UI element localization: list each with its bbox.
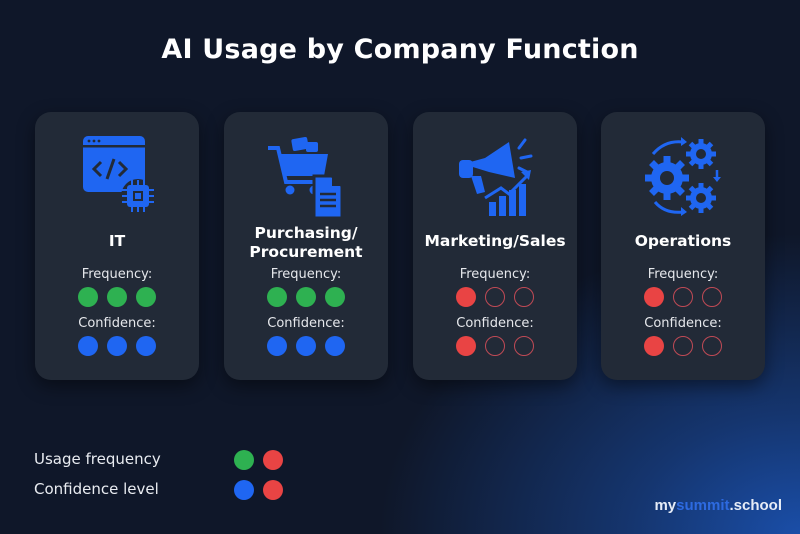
frequency-label: Frequency: [81, 267, 153, 282]
card-it: IT Frequency: Confidence: [35, 112, 199, 380]
confidence-rating [224, 336, 388, 356]
card-operations: Operations Frequency: Confidence: [601, 112, 765, 380]
brand-part: summit [676, 497, 730, 514]
card-title: Purchasing/ Procurement [224, 224, 388, 262]
rating-dot-filled [107, 336, 127, 356]
page-title: AI Usage by Company Function [161, 34, 639, 65]
legend-dot-blue [234, 480, 254, 500]
legend-label-confidence: Confidence level [34, 480, 159, 498]
rating-dot-empty [673, 336, 693, 356]
card-purchasing: Purchasing/ Procurement Frequency: Confi… [224, 112, 388, 380]
rating-dot-empty [514, 336, 534, 356]
shopping-cart-document-icon [268, 137, 344, 218]
confidence-label: Confidence: [644, 316, 722, 331]
brand-part: my [654, 497, 677, 514]
confidence-label: Confidence: [78, 316, 156, 331]
card-title: Marketing/Sales [424, 232, 566, 250]
rating-dot-filled [78, 336, 98, 356]
gears-icon [645, 137, 721, 216]
frequency-label: Frequency: [459, 267, 531, 282]
code-window-chip-icon [83, 136, 155, 213]
frequency-rating [224, 287, 388, 307]
rating-dot-filled [136, 287, 156, 307]
rating-dot-filled [644, 287, 664, 307]
rating-dot-filled [267, 287, 287, 307]
legend-dot-red [263, 450, 283, 470]
megaphone-chart-icon [459, 138, 533, 216]
frequency-rating [601, 287, 765, 307]
confidence-label: Confidence: [456, 316, 534, 331]
frequency-label: Frequency: [270, 267, 342, 282]
legend-dot-green [234, 450, 254, 470]
frequency-rating [35, 287, 199, 307]
rating-dot-empty [702, 287, 722, 307]
card-title: IT [108, 232, 126, 250]
frequency-rating [413, 287, 577, 307]
rating-dot-empty [514, 287, 534, 307]
card-title: Operations [634, 232, 732, 250]
rating-dot-filled [325, 287, 345, 307]
rating-dot-filled [267, 336, 287, 356]
brand-logo: mysummit.school [654, 497, 782, 514]
rating-dot-filled [136, 336, 156, 356]
card-title-line: Purchasing/ [254, 224, 358, 242]
rating-dot-filled [325, 336, 345, 356]
legend-label-frequency: Usage frequency [34, 450, 161, 468]
confidence-label: Confidence: [267, 316, 345, 331]
rating-dot-empty [673, 287, 693, 307]
rating-dot-filled [296, 336, 316, 356]
rating-dot-filled [456, 336, 476, 356]
confidence-rating [413, 336, 577, 356]
rating-dot-empty [485, 287, 505, 307]
rating-dot-filled [644, 336, 664, 356]
card-marketing: Marketing/Sales Frequency: Confidence: [413, 112, 577, 380]
confidence-rating [35, 336, 199, 356]
rating-dot-filled [296, 287, 316, 307]
legend-dot-red [263, 480, 283, 500]
confidence-rating [601, 336, 765, 356]
brand-part: .school [729, 497, 782, 514]
card-title-line: Procurement [249, 243, 363, 261]
rating-dot-filled [107, 287, 127, 307]
frequency-label: Frequency: [647, 267, 719, 282]
rating-dot-empty [702, 336, 722, 356]
rating-dot-empty [485, 336, 505, 356]
rating-dot-filled [78, 287, 98, 307]
rating-dot-filled [456, 287, 476, 307]
